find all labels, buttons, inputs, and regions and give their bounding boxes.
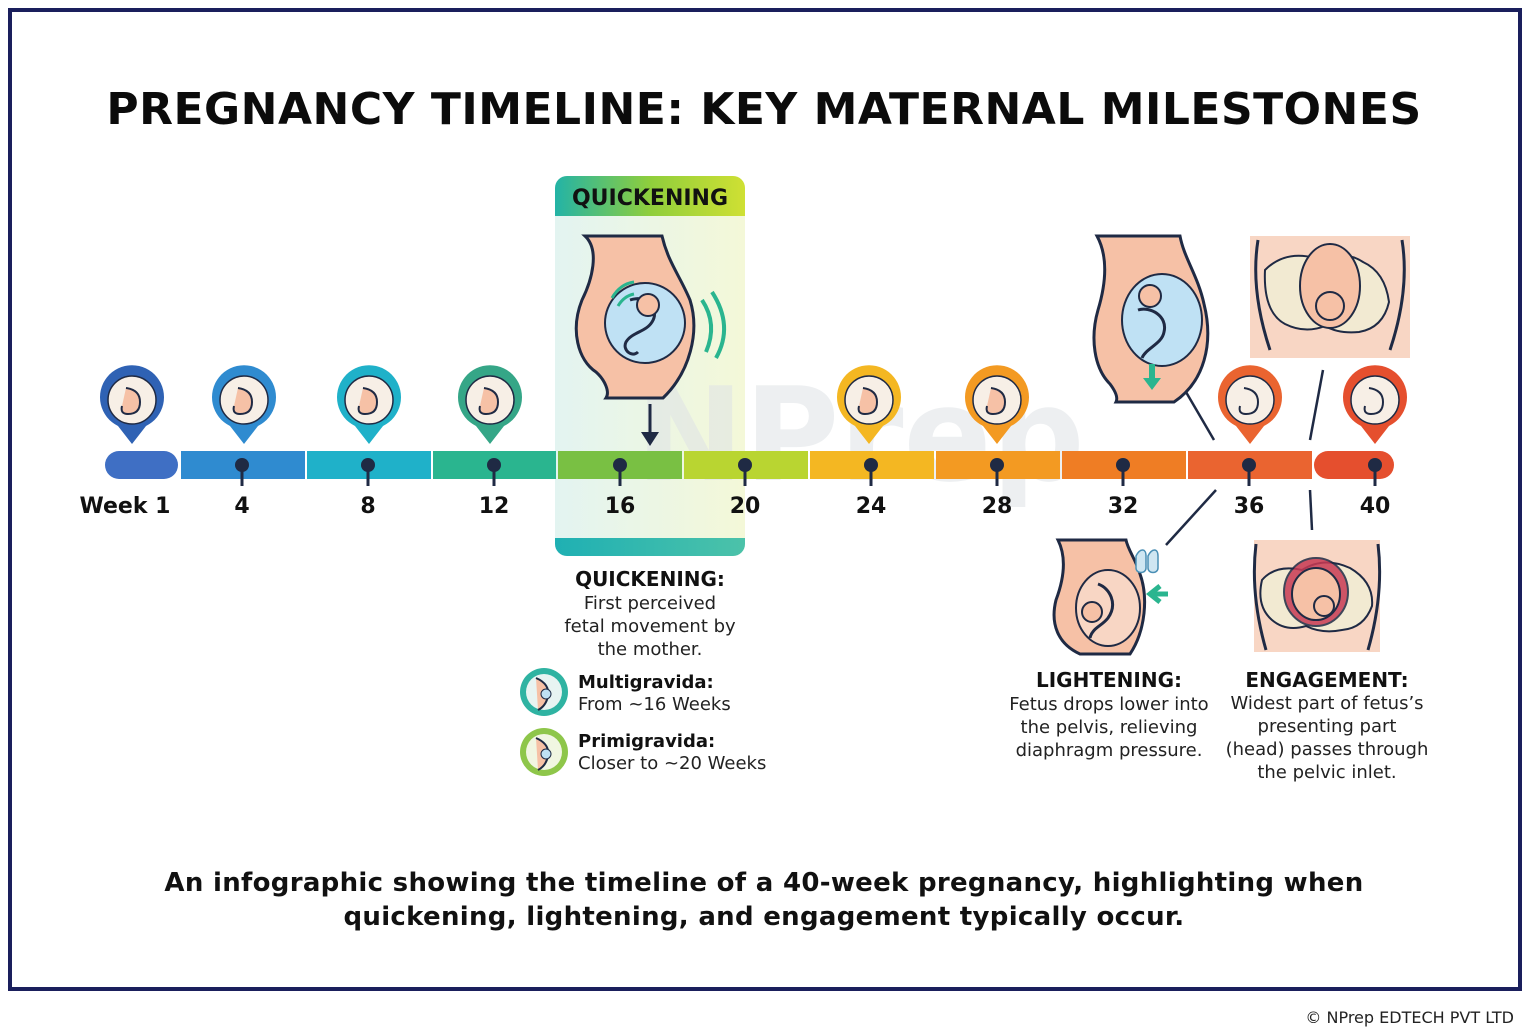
engagement-top-illustration: [1250, 236, 1410, 358]
quickening-description: First perceived fetal movement by the mo…: [520, 592, 780, 661]
tick-dot: [361, 458, 375, 472]
week-tick-label: Week 1: [79, 494, 171, 519]
engagement-line: the pelvic inlet.: [1257, 762, 1397, 783]
lightening-description: Fetus drops lower into the pelvis, relie…: [990, 693, 1228, 762]
week-tick-label: 12: [478, 494, 510, 519]
multigravida-legend: Multigravida: From ~16 Weeks: [578, 672, 731, 716]
engagement-description: Widest part of fetus’s presenting part (…: [1212, 692, 1442, 784]
lightening-line: diaphragm pressure.: [1015, 740, 1203, 761]
week-tick-label: 20: [729, 494, 761, 519]
lightening-heading: LIGHTENING:: [1036, 668, 1182, 692]
primigravida-icon: [520, 728, 568, 776]
primigravida-value: Closer to ~20 Weeks: [578, 753, 767, 774]
pregnant-belly-icon: [836, 365, 901, 444]
multigravida-value: From ~16 Weeks: [578, 694, 731, 715]
quickening-heading: QUICKENING:: [575, 567, 725, 591]
figure-caption: An infographic showing the timeline of a…: [100, 866, 1428, 934]
quickening-line: First perceived: [583, 593, 717, 614]
week-tick-label: 4: [234, 494, 250, 519]
timeline-markers: [100, 365, 1407, 486]
week-tick-label: 16: [604, 494, 636, 519]
week-tick-label: 40: [1359, 494, 1391, 519]
lightening-line: the pelvis, relieving: [1020, 717, 1198, 738]
week-tick-label: 28: [981, 494, 1013, 519]
week-tick-label: 8: [360, 494, 376, 519]
lightening-line: Fetus drops lower into: [1009, 694, 1209, 715]
tick-dot: [613, 458, 627, 472]
tick-dot: [487, 458, 501, 472]
lightening-bottom-illustration: [1052, 538, 1168, 656]
fetus-icon: [337, 365, 401, 444]
tick-dot: [738, 458, 752, 472]
multigravida-icon: [520, 668, 568, 716]
tick-dot: [235, 458, 249, 472]
pregnant-belly-icon: [964, 365, 1029, 444]
engagement-line: presenting part: [1257, 716, 1397, 737]
timeline-segment: [105, 451, 178, 479]
infographic-frame: [8, 8, 1522, 991]
tick-dot: [864, 458, 878, 472]
week-tick-label: 36: [1233, 494, 1265, 519]
caption-line: quickening, lightening, and engagement t…: [343, 902, 1185, 932]
caption-line: An infographic showing the timeline of a…: [164, 868, 1364, 898]
quickening-mother-illustration: [574, 234, 727, 446]
multigravida-label: Multigravida:: [578, 672, 714, 693]
primigravida-label: Primigravida:: [578, 731, 716, 752]
quickening-banner-label: QUICKENING: [572, 186, 728, 211]
connector-lines: [1165, 369, 1325, 546]
embryo-icon: [100, 365, 164, 444]
week-tick-label: 32: [1107, 494, 1139, 519]
fetus-icon: [458, 365, 522, 444]
engagement-line: (head) passes through: [1225, 739, 1429, 760]
engagement-line: Widest part of fetus’s: [1230, 693, 1424, 714]
tick-dot: [1116, 458, 1130, 472]
primigravida-legend: Primigravida: Closer to ~20 Weeks: [578, 731, 766, 775]
tick-dot: [990, 458, 1004, 472]
copyright-notice: © NPrep EDTECH PVT LTD: [1305, 1008, 1514, 1027]
tick-dot: [1242, 458, 1256, 472]
pelvis-icon: [1343, 365, 1407, 444]
embryo-icon: [212, 365, 276, 444]
lightening-top-illustration: [1092, 234, 1210, 404]
engagement-heading: ENGAGEMENT:: [1245, 668, 1409, 692]
quickening-line: the mother.: [597, 639, 703, 660]
engagement-bottom-illustration: [1252, 540, 1382, 652]
lungs-icon: [1218, 365, 1282, 444]
quickening-line: fetal movement by: [564, 616, 736, 637]
week-tick-label: 24: [855, 494, 887, 519]
page-title: PREGNANCY TIMELINE: KEY MATERNAL MILESTO…: [106, 84, 1422, 135]
tick-dot: [1368, 458, 1382, 472]
